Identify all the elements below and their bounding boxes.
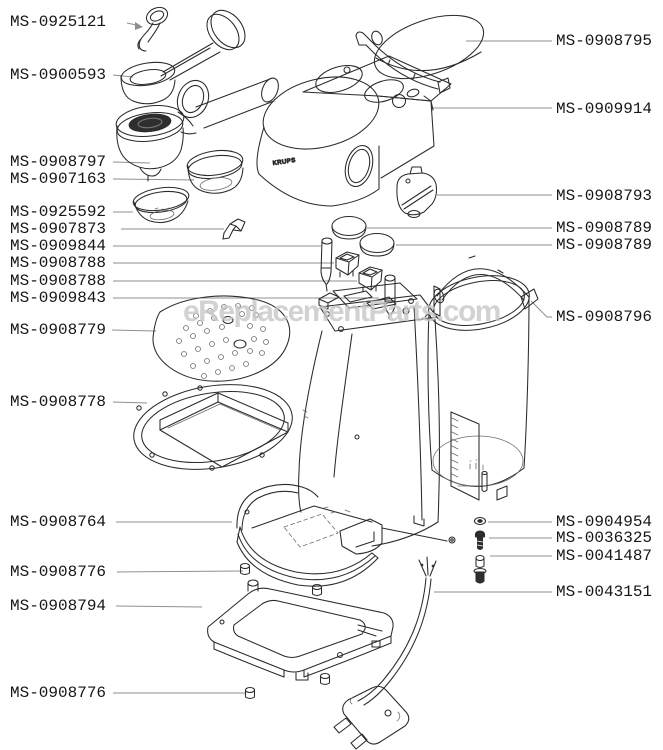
part-label: MS-0908797	[10, 153, 107, 171]
part-washer-drawing	[473, 516, 487, 526]
part-label: MS-0925592	[10, 203, 107, 221]
part-label: MS-0041487	[556, 547, 653, 565]
part-label: MS-0907873	[10, 220, 107, 238]
part-clip-drawing	[222, 218, 246, 240]
part-label: MS-0909844	[10, 237, 107, 255]
part-label: MS-0908776	[10, 563, 107, 581]
part-label: MS-0036325	[556, 529, 653, 547]
part-label: MS-0909843	[10, 289, 107, 307]
part-label: MS-0908778	[10, 393, 107, 411]
part-drip-tray-drawing	[133, 384, 293, 471]
part-label: MS-0908788	[10, 254, 107, 272]
part-label: MS-0908796	[556, 308, 653, 326]
part-label: MS-0925121	[10, 13, 107, 31]
part-label: MS-0909914	[556, 100, 653, 118]
leader-arrow	[135, 22, 143, 30]
watermark: eReplacementParts.com	[183, 295, 502, 328]
part-valve-block-2-drawing	[358, 266, 383, 293]
part-scoop-tamper-drawing	[120, 9, 246, 105]
part-label: MS-0900593	[10, 66, 107, 84]
part-label: MS-0908788	[10, 272, 107, 290]
part-label: MS-0908789	[556, 236, 653, 254]
part-lower-tray-drawing	[236, 483, 456, 587]
part-power-cord-drawing	[333, 556, 437, 750]
part-button-2-drawing	[359, 232, 395, 257]
part-tank-handle-drawing	[433, 255, 539, 310]
part-portafilter-drawing	[115, 77, 279, 182]
part-top-lid-drawing	[355, 14, 485, 94]
part-label: MS-0904954	[556, 513, 653, 531]
part-filter-basket-drawing	[186, 149, 244, 194]
part-water-tank-drawing	[427, 275, 530, 501]
part-valve-screw-drawing	[473, 554, 487, 584]
part-label: MS-0908776	[10, 684, 107, 702]
part-button-1-drawing	[331, 215, 367, 240]
part-steam-knob-drawing	[396, 166, 438, 219]
brand-text: KRUPS	[272, 158, 296, 167]
part-label: MS-0908764	[10, 513, 107, 531]
part-label: MS-0043151	[556, 583, 653, 601]
part-label: MS-0908789	[556, 219, 653, 237]
part-label: MS-0907163	[10, 170, 107, 188]
part-drip-plate-drawing	[152, 295, 291, 382]
part-foot-drawing	[239, 562, 331, 700]
leader-lines	[111, 22, 552, 694]
part-label: MS-0908795	[556, 32, 653, 50]
part-label: MS-0908793	[556, 187, 653, 205]
part-cleaning-hook-drawing	[137, 6, 169, 52]
part-valve-block-1-drawing	[335, 251, 360, 278]
part-upper-housing-drawing: KRUPS	[256, 55, 452, 207]
part-label: MS-0908794	[10, 597, 107, 615]
part-label: MS-0908779	[10, 321, 107, 339]
part-valve-pin-1-drawing	[320, 237, 333, 292]
part-screw-drawing	[474, 530, 486, 550]
part-base-frame-drawing	[207, 579, 394, 681]
part-small-filter-basket-drawing	[132, 186, 190, 224]
